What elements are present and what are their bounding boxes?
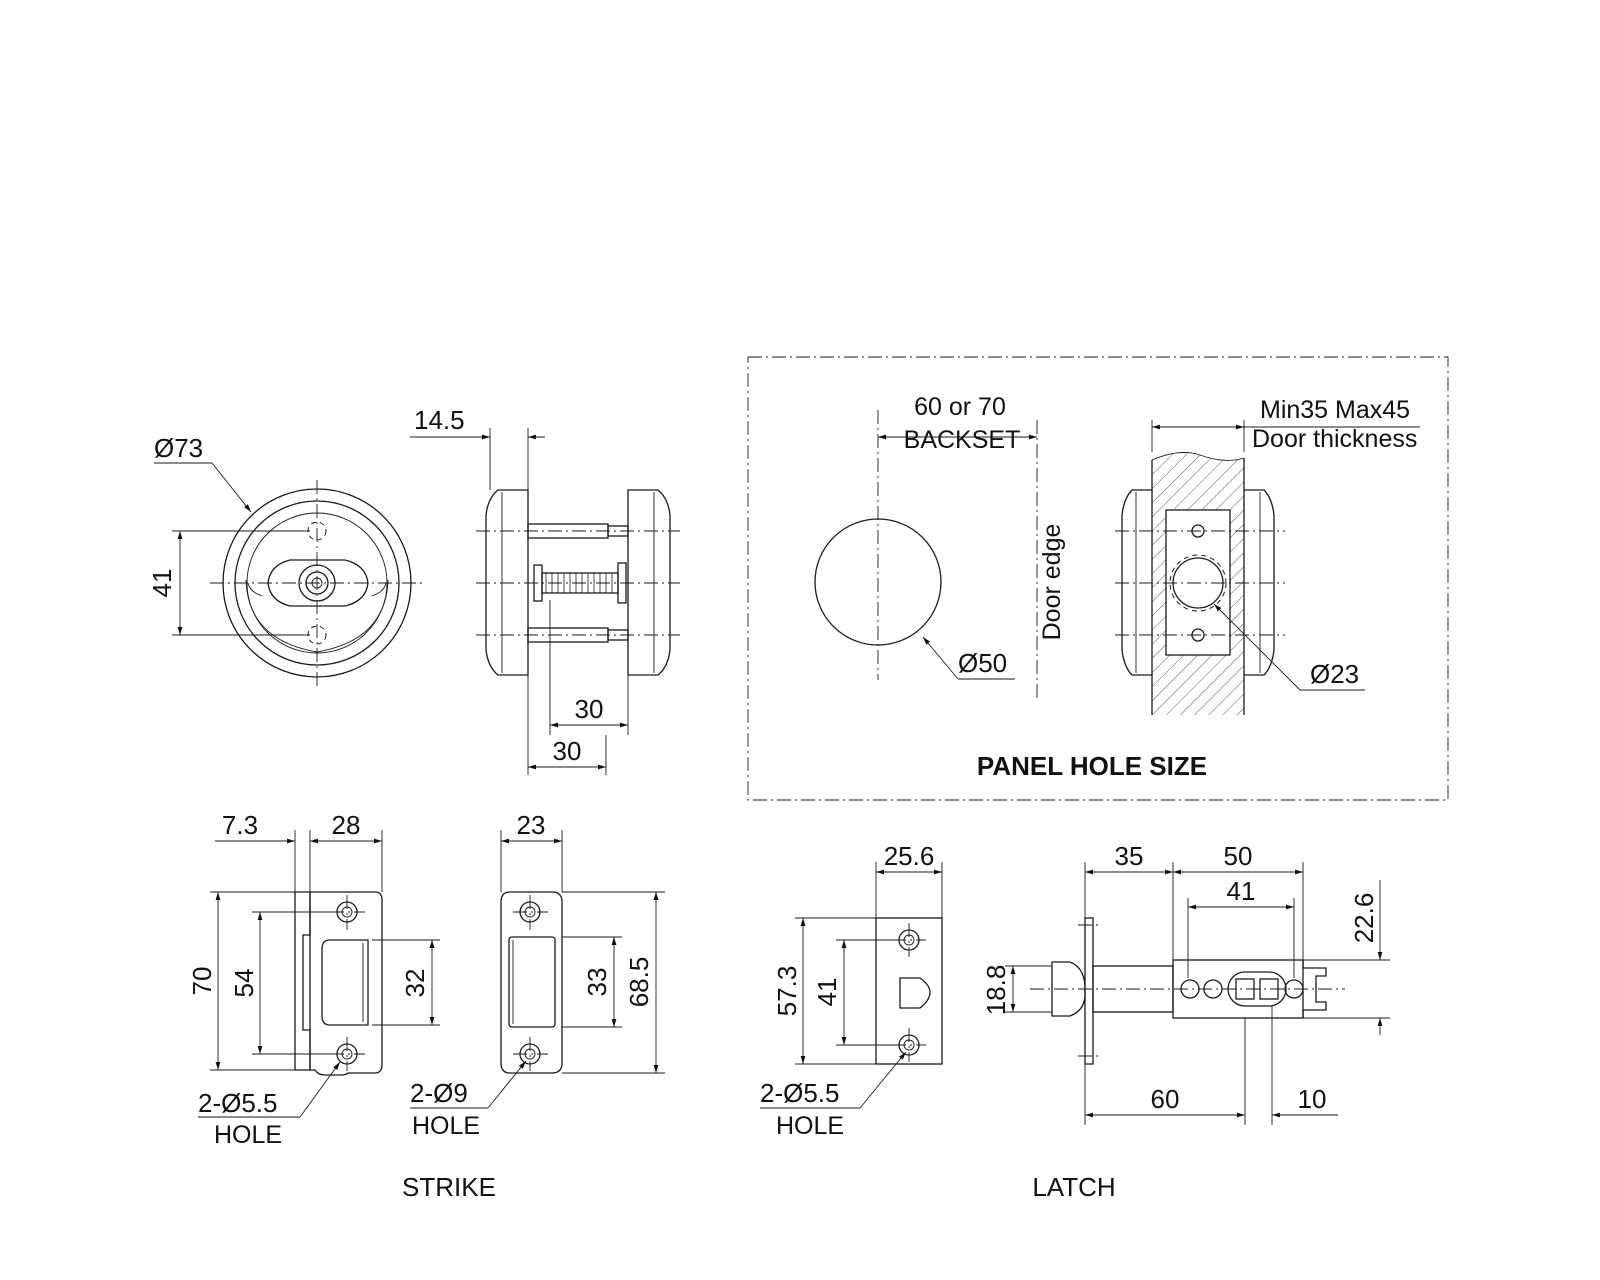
panel-hole-diameter: Ø50 <box>958 648 1007 678</box>
latch-side-view: 35 50 41 22.6 18.8 60 10 <box>981 841 1390 1125</box>
latch-35-dim: 35 <box>1115 841 1144 871</box>
strike2-holes-word: HOLE <box>412 1112 480 1140</box>
side-rose-thickness-dim: 14.5 <box>414 405 465 435</box>
backset-label: BACKSET <box>904 426 1021 454</box>
door-thickness-label: Door thickness <box>1252 425 1417 453</box>
strike-plate-1: 7.3 28 70 54 32 2-Ø5.5 HOLE <box>187 810 440 1149</box>
strike-holes-spec: 2-Ø5.5 <box>198 1088 278 1118</box>
strike-opening-dim: 32 <box>400 969 430 998</box>
strike-height-dim: 70 <box>187 967 217 996</box>
latch-holes-word: HOLE <box>776 1112 844 1140</box>
side-view: 14.5 30 30 <box>410 405 680 775</box>
faceplate-height-dim: 57.3 <box>772 966 802 1017</box>
latch-18-8-dim: 18.8 <box>981 965 1011 1016</box>
latch-caption: LATCH <box>1032 1172 1115 1202</box>
door-thickness-value: Min35 Max45 <box>1260 396 1410 424</box>
side-30-upper-dim: 30 <box>575 694 604 724</box>
strike-holes-word: HOLE <box>214 1121 282 1149</box>
panel-title: PANEL HOLE SIZE <box>977 751 1207 781</box>
latch-faceplate: 25.6 57.3 41 2-Ø5.5 HOLE <box>760 841 943 1140</box>
latch-10-dim: 10 <box>1298 1084 1327 1114</box>
latch-50-dim: 50 <box>1224 841 1253 871</box>
strike-caption: STRIKE <box>402 1172 496 1202</box>
faceplate-width-dim: 25.6 <box>884 841 935 871</box>
front-diameter-dim: Ø73 <box>154 433 203 463</box>
latch-hole-diameter: Ø23 <box>1310 659 1359 689</box>
faceplate-screw-spacing-dim: 41 <box>812 978 842 1007</box>
front-view: 41 Ø73 <box>147 433 425 690</box>
latch-41-dim: 41 <box>1227 876 1256 906</box>
door-edge-label: Door edge <box>1038 524 1066 641</box>
strike2-height-dim: 68.5 <box>624 957 654 1008</box>
side-30-lower-dim: 30 <box>553 736 582 766</box>
latch-60-dim: 60 <box>1151 1084 1180 1114</box>
strike-width-dim: 28 <box>332 810 361 840</box>
front-spacing-dim: 41 <box>147 569 177 598</box>
latch-holes-spec: 2-Ø5.5 <box>760 1078 840 1108</box>
panel-hole-size-box: Door edge 60 or 70 BACKSET Ø50 <box>747 356 1449 801</box>
strike2-width-dim: 23 <box>517 810 546 840</box>
latch-22-6-dim: 22.6 <box>1349 893 1379 944</box>
strike-plate-2: 23 33 68.5 2-Ø9 HOLE <box>410 810 665 1140</box>
strike2-opening-dim: 33 <box>582 968 612 997</box>
strike2-holes-spec: 2-Ø9 <box>410 1078 468 1108</box>
strike-screw-spacing-dim: 54 <box>229 969 259 998</box>
strike-offset-dim: 7.3 <box>222 810 258 840</box>
backset-value: 60 or 70 <box>914 393 1006 421</box>
